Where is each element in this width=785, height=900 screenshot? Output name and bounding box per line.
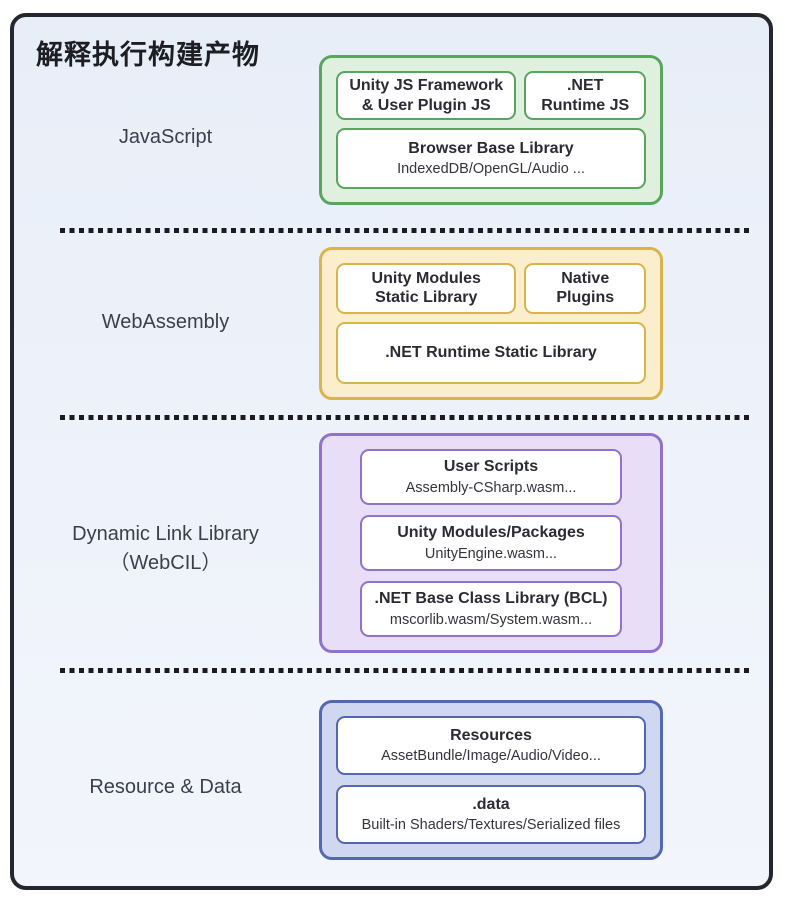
dashed-separator bbox=[60, 415, 749, 420]
box-subtitle: AssetBundle/Image/Audio/Video... bbox=[381, 748, 601, 765]
panel-dynamic-link-library: User Scripts Assembly-CSharp.wasm... Uni… bbox=[319, 433, 663, 653]
box-native-plugins: Native Plugins bbox=[524, 263, 646, 314]
box-title: Browser Base Library bbox=[408, 139, 574, 157]
panel-javascript: Unity JS Framework & User Plugin JS .NET… bbox=[319, 55, 663, 205]
box-title: .data bbox=[472, 795, 510, 813]
box-unity-modules-packages: Unity Modules/Packages UnityEngine.wasm.… bbox=[360, 515, 622, 571]
diagram-frame: 解释执行构建产物 JavaScript Unity JS Framework &… bbox=[10, 13, 773, 890]
box-browser-base-library: Browser Base Library IndexedDB/OpenGL/Au… bbox=[336, 128, 646, 189]
panel-javascript-top-row: Unity JS Framework & User Plugin JS .NET… bbox=[336, 71, 646, 120]
box-title: .NET Base Class Library (BCL) bbox=[374, 590, 608, 608]
box-title: Unity Modules/Packages bbox=[397, 524, 585, 542]
row-label-line2: （WebCIL） bbox=[109, 552, 222, 574]
row-label-webassembly: WebAssembly bbox=[101, 311, 230, 333]
row-label-line1: Dynamic Link Library bbox=[72, 523, 259, 545]
dashed-separator bbox=[60, 228, 749, 233]
box-subtitle: IndexedDB/OpenGL/Audio ... bbox=[397, 161, 585, 178]
row-label-dynamic-link-library: Dynamic Link Library （WebCIL） bbox=[14, 520, 317, 578]
box-title: Unity JS Framework & User Plugin JS bbox=[349, 76, 504, 114]
box-subtitle: mscorlib.wasm/System.wasm... bbox=[389, 611, 593, 628]
box-dotnet-runtime-static-library: .NET Runtime Static Library bbox=[336, 321, 646, 384]
box-data-file: .data Built-in Shaders/Textures/Serializ… bbox=[336, 785, 646, 844]
box-title: Resources bbox=[450, 726, 532, 744]
row-label-javascript: JavaScript bbox=[118, 126, 213, 148]
box-dotnet-runtime-js: .NET Runtime JS bbox=[524, 71, 646, 120]
box-title: .NET Runtime JS bbox=[541, 76, 630, 114]
box-title: Native Plugins bbox=[556, 269, 615, 307]
box-unity-modules-static-library: Unity Modules Static Library bbox=[336, 263, 517, 314]
box-user-scripts: User Scripts Assembly-CSharp.wasm... bbox=[360, 449, 622, 505]
box-title: User Scripts bbox=[443, 458, 539, 476]
panel-resource-data: Resources AssetBundle/Image/Audio/Video.… bbox=[319, 700, 663, 860]
dashed-separator bbox=[60, 668, 749, 673]
box-subtitle: Built-in Shaders/Textures/Serialized fil… bbox=[361, 817, 621, 834]
box-subtitle: UnityEngine.wasm... bbox=[424, 545, 558, 562]
box-dotnet-bcl: .NET Base Class Library (BCL) mscorlib.w… bbox=[360, 581, 622, 637]
box-title: Unity Modules Static Library bbox=[371, 269, 481, 307]
box-title: .NET Runtime Static Library bbox=[385, 343, 597, 361]
box-subtitle: Assembly-CSharp.wasm... bbox=[405, 479, 577, 496]
panel-webassembly-top-row: Unity Modules Static Library Native Plug… bbox=[336, 263, 646, 314]
diagram-title: 解释执行构建产物 bbox=[36, 40, 260, 70]
box-resources: Resources AssetBundle/Image/Audio/Video.… bbox=[336, 716, 646, 775]
box-unity-js-framework: Unity JS Framework & User Plugin JS bbox=[336, 71, 517, 120]
panel-webassembly: Unity Modules Static Library Native Plug… bbox=[319, 247, 663, 400]
row-label-resource-data: Resource & Data bbox=[89, 776, 242, 798]
